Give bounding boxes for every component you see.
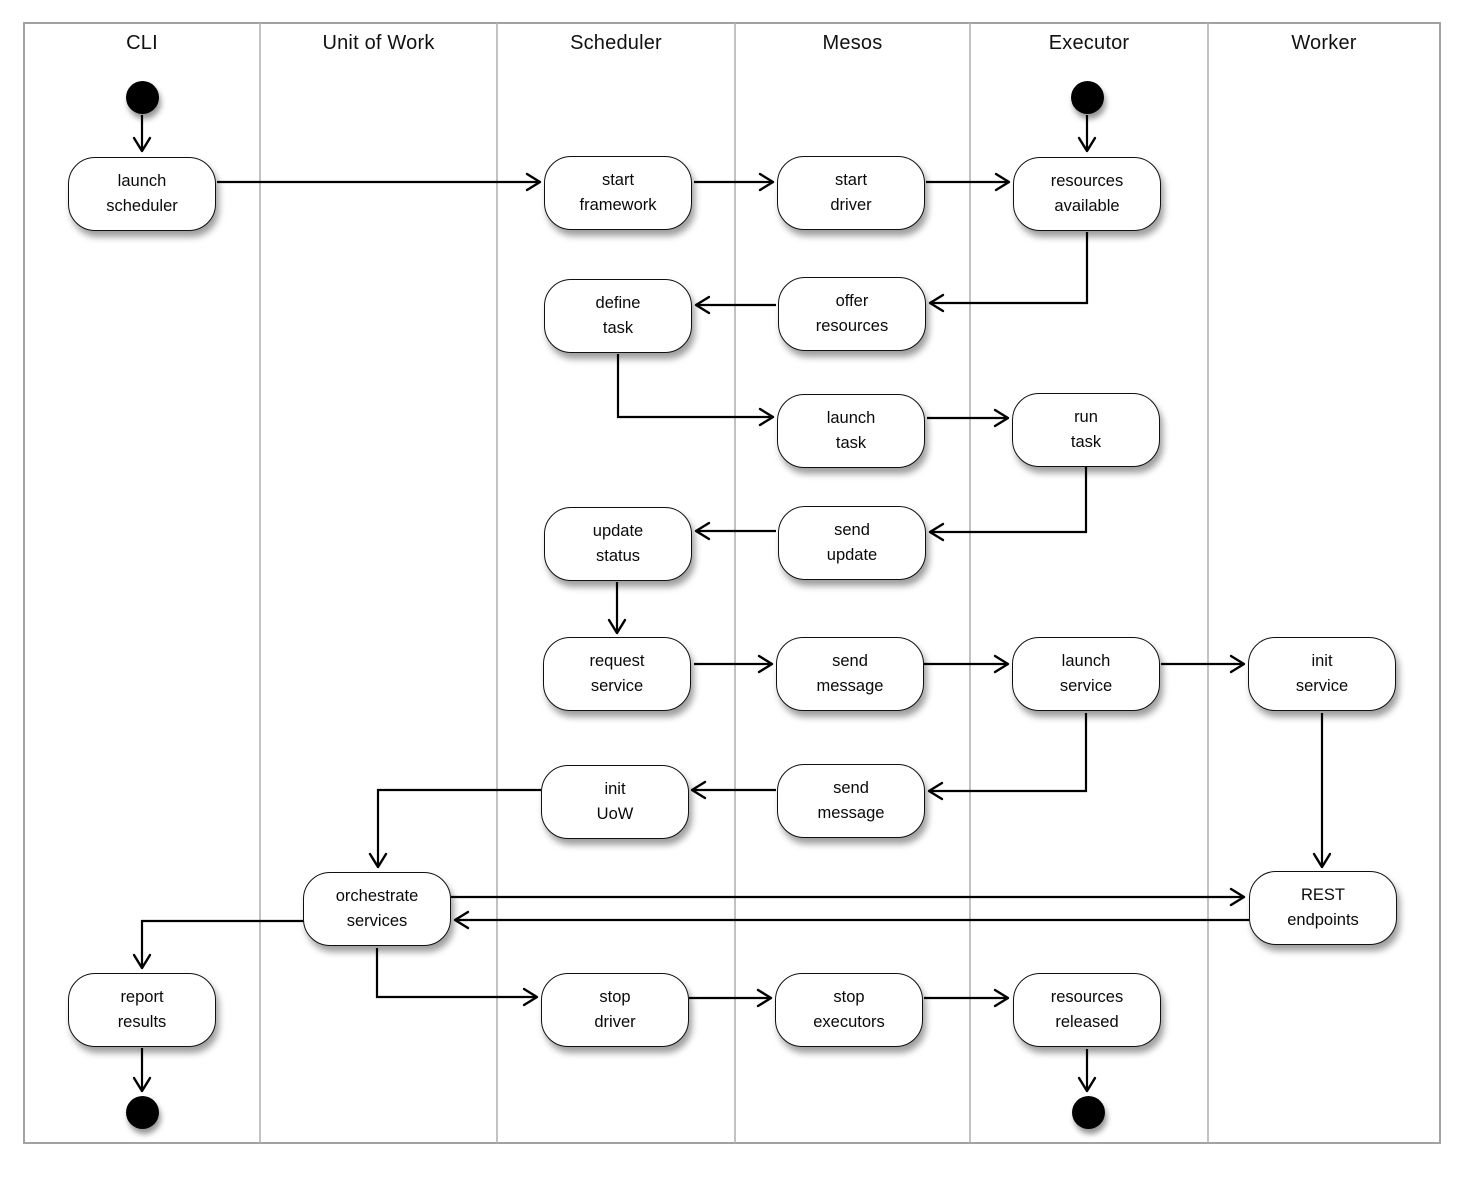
node-request-service: request service [543,637,691,711]
node-offer-resources: offer resources [778,277,926,351]
node-label: launch scheduler [106,172,178,215]
node-init-service: init service [1248,637,1396,711]
lane-header-mesos: Mesos [822,32,883,54]
node-send-message-2: send message [777,764,925,838]
start-node-start-cli [125,80,159,114]
edge-init-uow-to-orchestrate-services [368,788,541,869]
node-label: define task [595,294,641,337]
edge-orchestrate-services-to-report-results [132,919,304,970]
node-init-uow: init UoW [541,765,689,839]
node-send-update: send update [778,506,926,580]
node-label: launch task [826,409,876,452]
node-label: REST endpoints [1287,886,1359,929]
node-label: orchestrate services [335,887,419,930]
edge-launch-service-to-send-message-2 [927,713,1088,801]
edge-resources-available-to-offer-resources [928,232,1089,313]
node-label: request service [589,652,645,695]
lane-header-scheduler: Scheduler [570,32,662,54]
swimlane-borders [23,22,1441,1144]
node-run-task: run task [1012,393,1160,467]
node-stop-driver: stop driver [541,973,689,1047]
node-send-message-1: send message [776,637,924,711]
lane-header-unit-of-work: Unit of Work [322,32,435,54]
node-launch-service: launch service [1012,637,1160,711]
start-node-start-executor [1070,80,1104,114]
node-label: stop executors [813,988,885,1031]
node-update-status: update status [544,507,692,581]
node-label: update status [592,522,644,565]
node-label: launch service [1059,652,1113,695]
node-label: init service [1295,652,1349,695]
end-node-end-cli [125,1095,159,1129]
node-label: send update [826,521,878,564]
node-label: report results [117,988,167,1031]
node-label: stop driver [594,988,636,1031]
node-resources-available: resources available [1013,157,1161,231]
edge-orchestrate-services-to-stop-driver [375,948,539,1007]
node-stop-executors: stop executors [775,973,923,1047]
node-launch-scheduler: launch scheduler [68,157,216,231]
node-define-task: define task [544,279,692,353]
node-resources-released: resources released [1013,973,1161,1047]
edge-define-task-to-launch-task [616,354,775,427]
lane-header-cli: CLI [126,32,158,54]
node-label: init UoW [596,780,634,823]
node-start-framework: start framework [544,156,692,230]
node-label: start framework [579,171,657,214]
lane-header-executor: Executor [1048,32,1130,54]
node-launch-task: launch task [777,394,925,468]
node-label: send message [816,652,884,695]
end-node-end-executor [1071,1095,1105,1129]
node-report-results: report results [68,973,216,1047]
node-start-driver: start driver [777,156,925,230]
node-label: send message [817,779,885,822]
node-label: start driver [830,171,872,214]
flow-arrows [132,115,1332,1093]
node-rest-endpoints: REST endpoints [1249,871,1397,945]
node-label: offer resources [815,292,889,335]
node-label: resources released [1050,988,1124,1031]
node-label: run task [1070,408,1102,451]
node-label: resources available [1050,172,1124,215]
edge-run-task-to-send-update [928,467,1088,542]
node-orchestrate-services: orchestrate services [303,872,451,946]
lane-header-worker: Worker [1291,32,1357,54]
